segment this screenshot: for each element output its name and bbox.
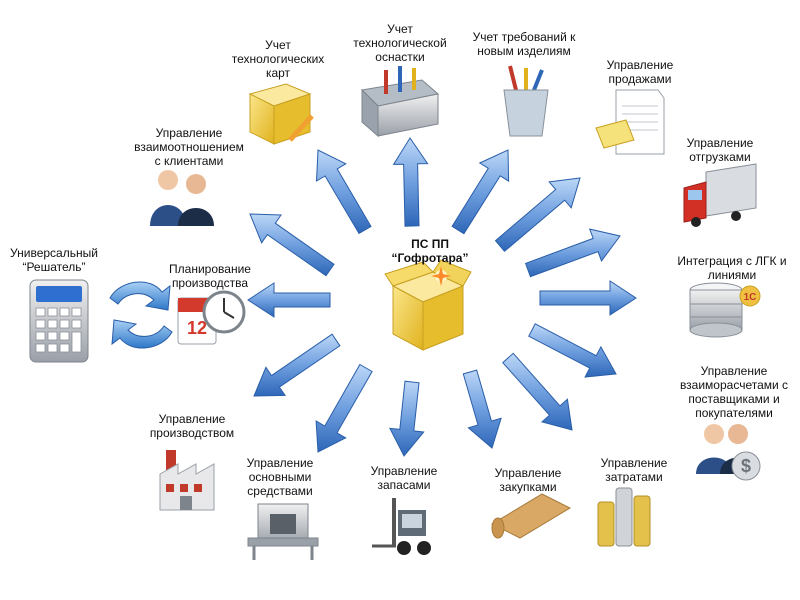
toolbox-icon [360, 66, 440, 138]
arrow-to-tech-equipment [392, 137, 429, 227]
arrow-to-costs [502, 352, 573, 431]
box-icon [384, 259, 472, 351]
svg-text:1C: 1C [744, 292, 757, 303]
truck-icon [683, 163, 757, 227]
label-solver: Универсальный “Решатель” [10, 246, 98, 274]
label-shipments: Управление отгрузками [686, 136, 754, 164]
label-tech-equipment: Учет технологической оснастки [353, 22, 447, 64]
label-crm: Управление взаимоотношением с клиентами [134, 126, 244, 168]
people-icon [150, 170, 214, 226]
svg-text:$: $ [741, 456, 751, 476]
database-icon: 1C [689, 282, 761, 338]
label-new-products: Учет требований к новым изделиям [472, 30, 576, 58]
label-integration: Интеграция с ЛГК и линиями [677, 254, 787, 282]
pencil-cup-icon [503, 65, 549, 137]
sales-document-icon [595, 89, 665, 155]
factory-icon [159, 450, 215, 511]
arrow-to-planning [247, 282, 331, 318]
arrow-to-purchases [462, 369, 502, 449]
svg-text:12: 12 [187, 318, 207, 338]
conveyor-machine-icon [247, 503, 319, 560]
forklift-icon [372, 498, 431, 555]
arrow-to-inventory [389, 380, 425, 457]
label-inventory: Управление запасами [370, 464, 438, 492]
label-purchases: Управление закупками [494, 466, 562, 494]
arrow-to-shipments [524, 228, 621, 278]
arrow-to-crm [249, 213, 335, 277]
label-sales: Управление продажами [606, 58, 674, 86]
arrow-to-fixed-assets [315, 363, 373, 453]
label-settlements: Управление взаиморасчетами с поставщикам… [679, 364, 789, 420]
arrow-to-new-products [451, 149, 510, 235]
coins-icon [597, 487, 651, 547]
arrow-to-sales [494, 177, 581, 253]
calendar-clock-icon: 12 [177, 290, 246, 345]
arrow-to-integration [539, 280, 637, 316]
arrow-to-production [253, 333, 341, 397]
label-production: Управление производством [149, 412, 235, 440]
arrow-to-settlements [528, 323, 617, 378]
cycle-arrows-icon [109, 281, 173, 349]
label-tech-cards: Учет технологических карт [231, 38, 325, 80]
people-dollar-icon: $ [696, 424, 761, 481]
calculator-icon [29, 279, 89, 363]
material-roll-icon [490, 493, 572, 539]
box-pencil-icon [248, 83, 314, 145]
center-title: ПС ПП “Гофротара” [391, 237, 469, 265]
label-fixed-assets: Управление основными средствами [246, 456, 314, 498]
label-planning: Планирование производства [169, 262, 251, 290]
arrow-to-tech-cards [315, 149, 372, 235]
label-costs: Управление затратами [600, 456, 668, 484]
arrow-group [247, 137, 637, 457]
